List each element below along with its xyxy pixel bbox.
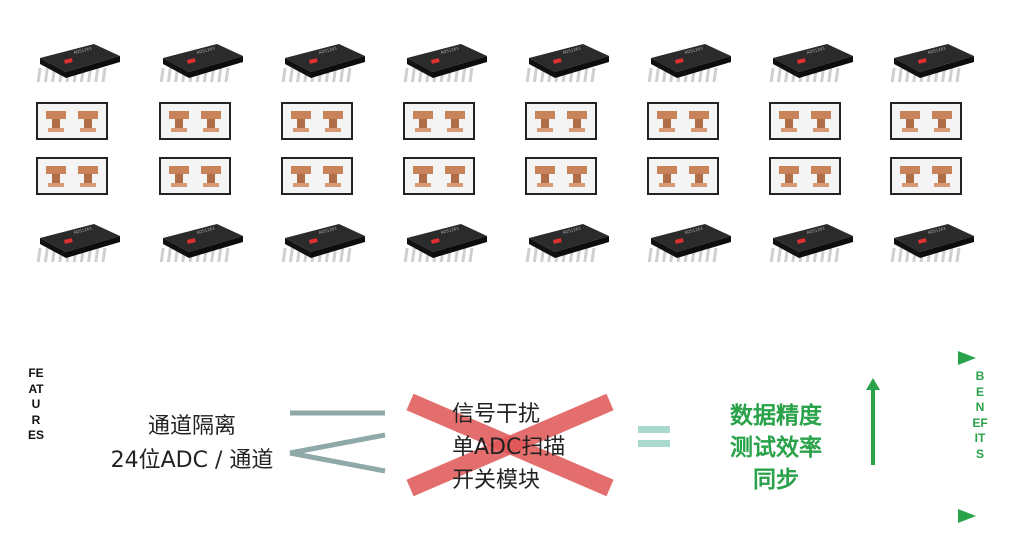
equals-sign	[638, 426, 670, 447]
soic-chip-icon: ADS1263	[157, 30, 247, 88]
bottom-dashdot-arrow	[40, 509, 976, 523]
svg-text:ADS1263: ADS1263	[562, 46, 582, 55]
svg-text:ADS1263: ADS1263	[440, 226, 460, 235]
soic-chip-icon: ADS1263	[34, 30, 124, 88]
svg-text:ADS1263: ADS1263	[196, 46, 216, 55]
soic-chip-icon: ADS1263	[888, 210, 978, 268]
benefits-label: BENEFITS	[972, 369, 988, 461]
soic-chip-icon: ADS1263	[279, 210, 369, 268]
optomos-relay-icon	[647, 157, 719, 195]
feature-connector-lines	[289, 410, 386, 474]
crossed-item-switch-module: 开关模块	[452, 468, 541, 493]
soic-chip-icon: ADS1263	[401, 210, 491, 268]
svg-text:ADS1263: ADS1263	[73, 226, 93, 235]
benefit-synchronization: 同步	[753, 467, 799, 493]
optomos-relay-icon	[36, 157, 108, 195]
crossed-item-signal-interference: 信号干扰	[452, 402, 541, 427]
svg-text:ADS1263: ADS1263	[318, 46, 338, 55]
svg-text:ADS1263: ADS1263	[806, 46, 826, 55]
optomos-relay-icon	[525, 157, 597, 195]
top-dashdot-arrow	[40, 351, 976, 365]
feature-24bit-adc: 24位ADC / 通道	[110, 448, 274, 473]
feature-channel-isolation: 通道隔离	[147, 414, 236, 439]
soic-chip-icon: ADS1263	[279, 30, 369, 88]
svg-text:ADS1263: ADS1263	[440, 46, 460, 55]
soic-chip-icon: ADS1263	[645, 210, 735, 268]
optomos-relay-icon	[769, 157, 841, 195]
soic-chip-icon: ADS1263	[767, 30, 857, 88]
optomos-relay-icon	[36, 102, 108, 140]
crossed-item-single-adc-scan: 单ADC扫描	[452, 435, 566, 460]
optomos-relay-icon	[159, 157, 231, 195]
optomos-relay-icon	[403, 157, 475, 195]
features-label: FEATURES	[28, 366, 45, 442]
soic-chip-icon: ADS1263	[523, 30, 613, 88]
flow-diagram	[40, 351, 976, 523]
up-arrow-icon	[866, 378, 880, 465]
optomos-relay-icon	[281, 157, 353, 195]
optomos-relay-icon	[647, 102, 719, 140]
soic-chip-icon: ADS1263	[767, 210, 857, 268]
svg-text:ADS1263: ADS1263	[806, 226, 826, 235]
optomos-relay-icon	[159, 102, 231, 140]
benefit-test-efficiency: 测试效率	[730, 435, 822, 461]
svg-text:ADS1263: ADS1263	[318, 226, 338, 235]
benefit-data-accuracy: 数据精度	[730, 403, 822, 429]
soic-chip-icon: ADS1263	[645, 30, 735, 88]
soic-chip-icon: ADS1263	[401, 30, 491, 88]
svg-text:ADS1263: ADS1263	[562, 226, 582, 235]
soic-chip-icon: ADS1263	[888, 30, 978, 88]
soic-chip-icon: ADS1263	[157, 210, 247, 268]
optomos-relay-icon	[769, 102, 841, 140]
svg-text:ADS1263: ADS1263	[196, 226, 216, 235]
optomos-relay-icon	[525, 102, 597, 140]
optomos-relay-icon	[890, 157, 962, 195]
svg-text:ADS1263: ADS1263	[684, 46, 704, 55]
svg-text:ADS1263: ADS1263	[73, 46, 93, 55]
soic-chip-icon: ADS1263	[523, 210, 613, 268]
optomos-relay-icon	[281, 102, 353, 140]
svg-text:ADS1263: ADS1263	[684, 226, 704, 235]
svg-text:ADS1263: ADS1263	[927, 46, 947, 55]
soic-chip-icon: ADS1263	[34, 210, 124, 268]
optomos-relay-icon	[403, 102, 475, 140]
red-cross-out	[406, 393, 614, 497]
optomos-relay-icon	[890, 102, 962, 140]
svg-text:ADS1263: ADS1263	[927, 226, 947, 235]
